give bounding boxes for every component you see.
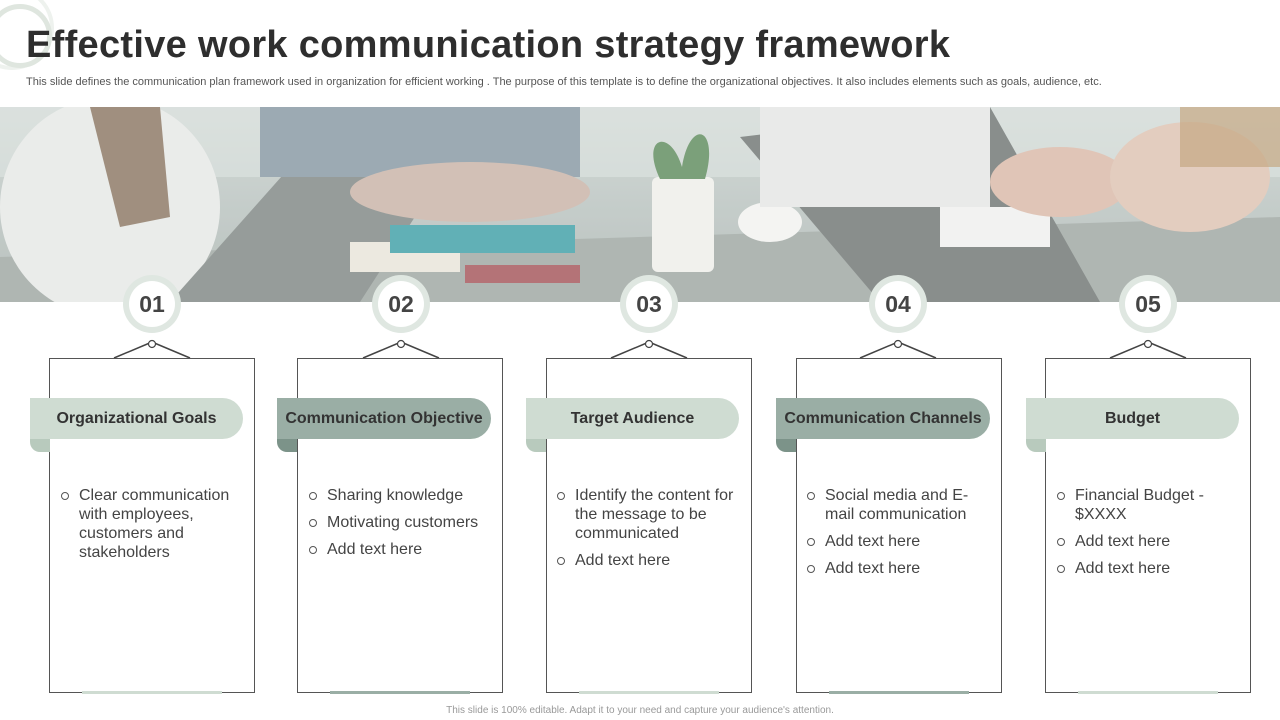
list-item: Add text here — [1057, 559, 1237, 578]
heading-pill-2: Communication Objective — [277, 398, 491, 439]
list-item: Add text here — [807, 532, 987, 551]
step-circle-4: 04 — [869, 275, 927, 333]
pill-tab — [526, 439, 546, 452]
pill-tab — [1026, 439, 1046, 452]
heading-pill-4: Communication Channels — [776, 398, 990, 439]
hanger-icon — [610, 339, 688, 359]
step-number-1: 01 — [129, 281, 175, 327]
step-circle-1: 01 — [123, 275, 181, 333]
list-item: Sharing knowledge — [309, 486, 491, 505]
pill-tab — [277, 439, 297, 452]
card-bottom-accent — [829, 691, 969, 694]
hanger-icon — [362, 339, 440, 359]
list-item: Motivating customers — [309, 513, 491, 532]
hanger-icon — [859, 339, 937, 359]
bullet-list-5: Financial Budget - $XXXX Add text here A… — [1057, 486, 1237, 586]
pill-tab — [30, 439, 50, 452]
step-number-3: 03 — [626, 281, 672, 327]
column-heading: Budget — [1104, 409, 1161, 427]
heading-pill-1: Organizational Goals — [30, 398, 243, 439]
hanger-icon — [1109, 339, 1187, 359]
list-item: Add text here — [807, 559, 987, 578]
list-item: Clear communication with employees, cust… — [61, 486, 241, 562]
step-number-2: 02 — [378, 281, 424, 327]
bullet-list-2: Sharing knowledge Motivating customers A… — [309, 486, 491, 567]
bullet-list-1: Clear communication with employees, cust… — [61, 486, 241, 570]
page-subtitle: This slide defines the communication pla… — [26, 76, 1102, 88]
card-bottom-accent — [82, 691, 222, 694]
card-bottom-accent — [330, 691, 470, 694]
column-heading: Communication Objective — [285, 409, 483, 427]
list-item: Add text here — [1057, 532, 1237, 551]
banner-photo — [0, 107, 1280, 302]
pill-tab — [776, 439, 796, 452]
footer-note: This slide is 100% editable. Adapt it to… — [446, 705, 834, 716]
step-number-5: 05 — [1125, 281, 1171, 327]
step-number-4: 04 — [875, 281, 921, 327]
step-circle-5: 05 — [1119, 275, 1177, 333]
meeting-photo-icon — [0, 107, 1280, 302]
page-title: Effective work communication strategy fr… — [26, 24, 951, 66]
hanger-icon — [113, 339, 191, 359]
bullet-list-3: Identify the content for the message to … — [557, 486, 741, 578]
heading-pill-3: Target Audience — [526, 398, 739, 439]
list-item: Identify the content for the message to … — [557, 486, 741, 543]
bullet-list-4: Social media and E-mail communication Ad… — [807, 486, 987, 586]
decorative-ring — [0, 4, 52, 68]
step-circle-2: 02 — [372, 275, 430, 333]
step-circle-3: 03 — [620, 275, 678, 333]
heading-pill-5: Budget — [1026, 398, 1239, 439]
card-bottom-accent — [579, 691, 719, 694]
list-item: Financial Budget - $XXXX — [1057, 486, 1237, 524]
list-item: Social media and E-mail communication — [807, 486, 987, 524]
list-item: Add text here — [557, 551, 741, 570]
column-heading: Target Audience — [570, 409, 695, 427]
column-heading: Communication Channels — [784, 409, 982, 427]
card-bottom-accent — [1078, 691, 1218, 694]
list-item: Add text here — [309, 540, 491, 559]
column-heading: Organizational Goals — [56, 409, 217, 427]
